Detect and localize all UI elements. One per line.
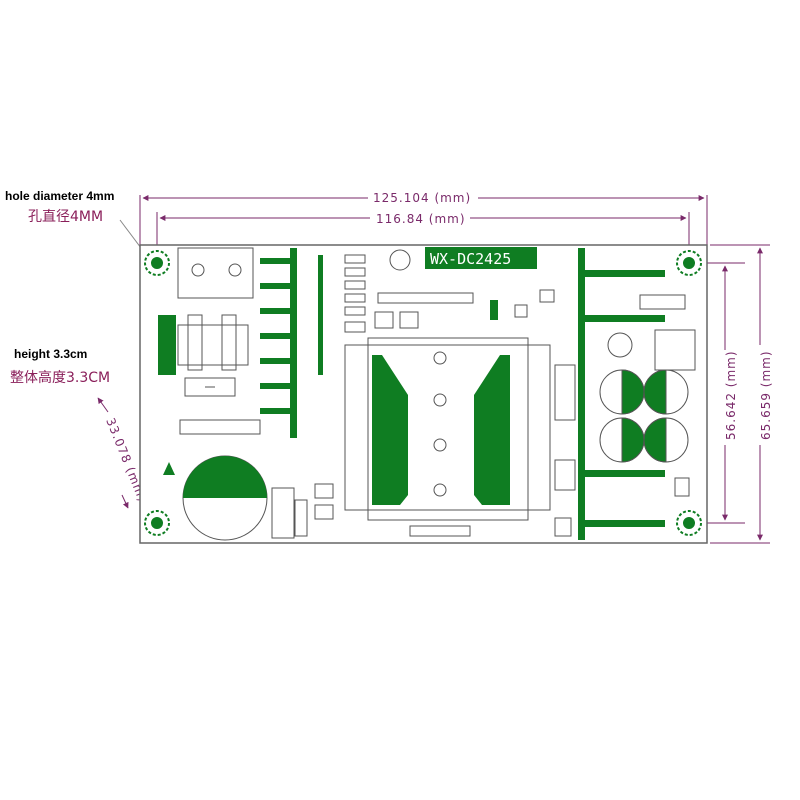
dimension-lines [97,195,770,544]
note-height-cn: 整体高度3.3CM [10,369,110,386]
note-hole-diameter-en: hole diameter 4mm [5,189,114,203]
dim-hole-width: 116.84 (mm) [376,212,466,226]
small-parts-left [271,483,334,539]
misc-parts [490,289,690,537]
mounting-hole-icon [144,250,702,536]
input-terminal [177,247,254,299]
capacitor-icon [182,455,268,541]
dim-overall-width: 125.104 (mm) [373,191,471,205]
transformer-icon [344,337,551,537]
dim-overall-height: 65.659 (mm) [759,350,773,440]
dim-hole-height: 56.642 (mm) [724,350,738,440]
input-filter [158,314,261,435]
output-section [578,248,696,540]
heatsink-left [260,248,323,438]
model-text: WX-DC2425 [430,250,511,268]
note-hole-diameter-cn: 孔直径4MM [28,208,103,225]
smd-array [344,249,474,333]
model-label: WX-DC2425 [425,247,537,269]
output-capacitors [599,369,689,463]
esd-warning-icon [163,462,175,475]
note-height-en: height 3.3cm [14,347,87,361]
